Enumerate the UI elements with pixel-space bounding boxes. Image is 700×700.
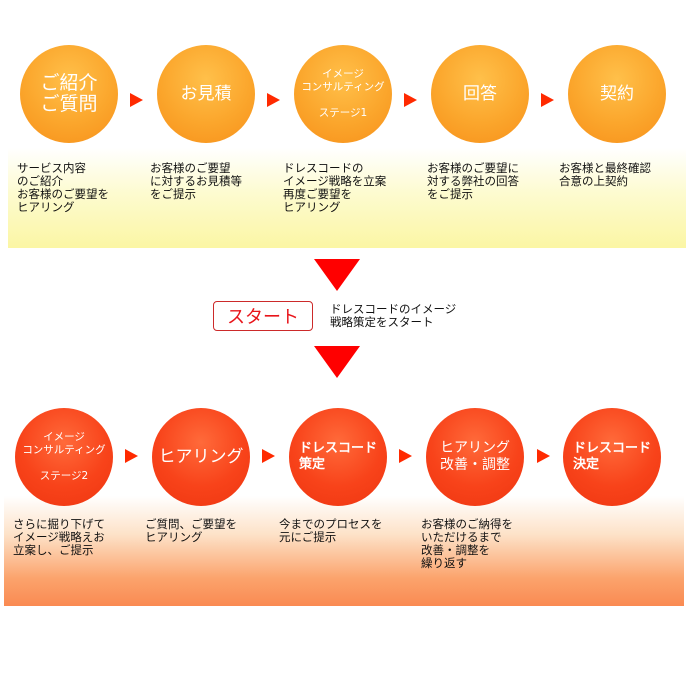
- start-description: ドレスコードのイメージ 戦略策定をスタート: [330, 302, 457, 329]
- right-arrow-icon: [130, 93, 143, 107]
- step-circle-hearing: ヒアリング: [152, 408, 250, 506]
- step-description: さらに掘り下げて イメージ戦略えお 立案し、ご提示: [13, 517, 105, 557]
- step-circle-hearing-adjust: ヒアリング 改善・調整: [426, 408, 524, 506]
- step-circle-consulting-stage2: イメージ コンサルティング ステージ2: [15, 408, 113, 506]
- down-arrow-icon: [314, 259, 360, 291]
- step-circle-introduction: ご紹介 ご質問: [20, 45, 118, 143]
- step-label: ご紹介 ご質問: [40, 72, 98, 115]
- right-arrow-icon: [404, 93, 417, 107]
- right-arrow-icon: [399, 449, 412, 463]
- start-label-box: スタート: [213, 301, 313, 331]
- step-label: 回答: [463, 83, 497, 104]
- down-arrow-icon: [314, 346, 360, 378]
- step-description: ドレスコードの イメージ戦略を立案 再度ご要望を ヒアリング: [283, 161, 387, 214]
- right-arrow-icon: [125, 449, 138, 463]
- step-label: 契約: [600, 83, 634, 104]
- right-arrow-icon: [267, 93, 280, 107]
- step-circle-consulting-stage1: イメージ コンサルティング ステージ1: [294, 45, 392, 143]
- start-label: スタート: [227, 307, 299, 328]
- step-circle-dresscode-decision: ドレスコード 決定: [563, 408, 661, 506]
- step-label: ヒアリング: [158, 446, 244, 467]
- step-description: お客様と最終確認 合意の上契約: [559, 161, 651, 188]
- bottom-description-band: [4, 496, 684, 606]
- step-circle-answer: 回答: [431, 45, 529, 143]
- right-arrow-icon: [262, 449, 275, 463]
- step-label: イメージ コンサルティング ステージ2: [22, 430, 106, 483]
- step-circle-estimate: お見積: [157, 45, 255, 143]
- step-label: お見積: [180, 83, 232, 104]
- step-circle-dresscode-draft: ドレスコード 策定: [289, 408, 387, 506]
- top-description-band: [8, 148, 686, 248]
- right-arrow-icon: [541, 93, 554, 107]
- step-description: お客様のご要望 に対するお見積等 をご提示: [150, 161, 242, 201]
- step-description: 今までのプロセスを 元にご提示: [279, 517, 383, 544]
- step-label: イメージ コンサルティング ステージ1: [301, 67, 385, 120]
- step-label: ドレスコード 決定: [572, 441, 651, 472]
- step-description: サービス内容 のご紹介 お客様のご要望を ヒアリング: [17, 161, 109, 214]
- step-description: お客様のご納得を いただけるまで 改善・調整を 繰り返す: [421, 517, 513, 570]
- step-description: ご質問、ご要望を ヒアリング: [145, 517, 237, 544]
- step-circle-contract: 契約: [568, 45, 666, 143]
- step-label: ドレスコード 策定: [298, 441, 377, 472]
- step-description: お客様のご要望に 対する弊社の回答 をご提示: [427, 161, 519, 201]
- right-arrow-icon: [537, 449, 550, 463]
- step-label: ヒアリング 改善・調整: [440, 440, 510, 473]
